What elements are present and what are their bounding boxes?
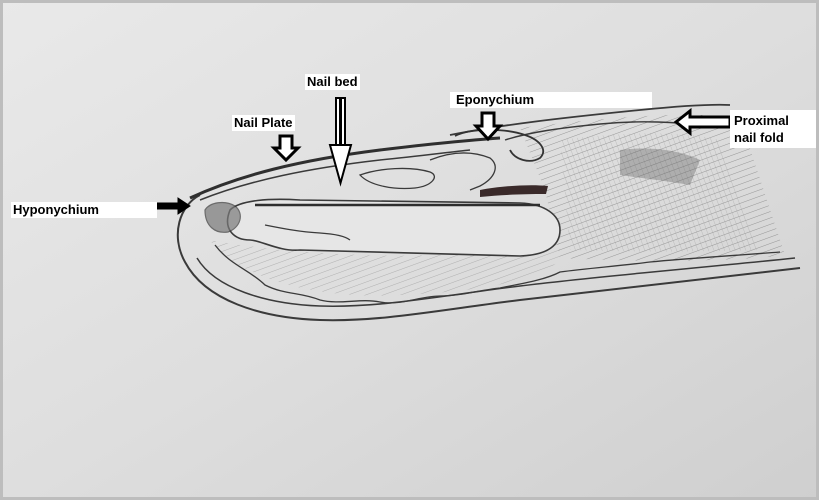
label-eponychium: Eponychium: [450, 92, 652, 108]
label-proximal-nail-fold: Proximal nail fold: [730, 110, 816, 148]
label-nail-plate: Nail Plate: [232, 115, 295, 131]
label-hyponychium: Hyponychium: [11, 202, 157, 218]
label-nail-bed: Nail bed: [305, 74, 360, 90]
